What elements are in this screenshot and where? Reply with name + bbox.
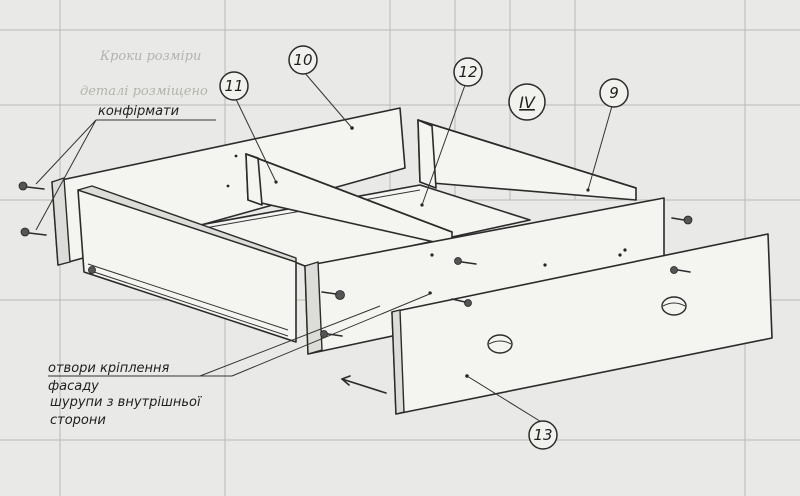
screw-icon: [451, 298, 472, 307]
callout-12: 12: [453, 57, 483, 87]
callout-iv: IV: [508, 83, 546, 121]
callout-10: 10: [288, 45, 318, 75]
screw-icon: [18, 181, 45, 191]
callout-13: 13: [528, 420, 558, 450]
panel-13-facade: [391, 233, 773, 415]
screw-icon: [454, 257, 477, 265]
screw-icon: [321, 290, 345, 300]
callout-11: 11: [219, 71, 249, 101]
handle-hole-left: [487, 334, 513, 354]
label-confirmats: конфірмати: [98, 104, 179, 119]
label-holes-line2: фасаду: [48, 379, 99, 394]
handle-hole-right: [661, 296, 687, 316]
svg-text:13: 13: [533, 426, 552, 444]
svg-text:11: 11: [224, 77, 243, 95]
svg-text:12: 12: [458, 63, 477, 81]
leader-lines: [35, 71, 613, 424]
direction-arrow: [341, 375, 387, 394]
screw-icon: [671, 215, 693, 225]
callout-9: 9: [599, 78, 629, 108]
label-screws-line1: шурупи з внутрішньої: [50, 395, 202, 410]
panel-left-side: [77, 185, 297, 343]
screw-icon: [20, 227, 47, 237]
svg-text:IV: IV: [519, 93, 536, 112]
panel-9-side: [417, 119, 637, 201]
svg-text:10: 10: [293, 51, 312, 69]
screw-icon: [670, 266, 691, 274]
label-holes-line1: отвори кріплення: [48, 361, 169, 376]
svg-text:9: 9: [609, 84, 619, 102]
bleed-text-row2: деталі розміщено: [80, 84, 208, 99]
label-screws-line2: сторони: [50, 413, 106, 428]
confirmat-screws: [18, 181, 693, 338]
bleed-text-row1: Кроки розміри: [99, 49, 201, 64]
